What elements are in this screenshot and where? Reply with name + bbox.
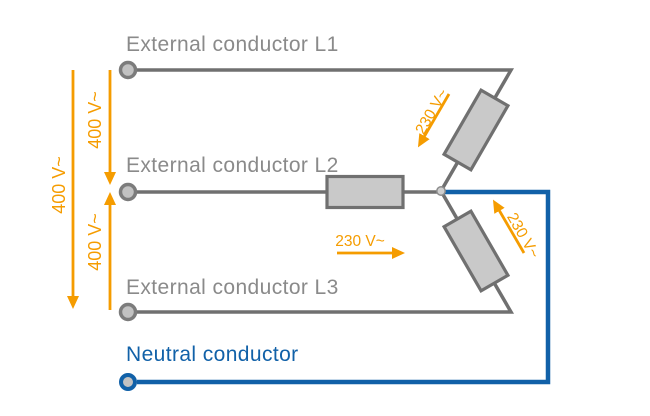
label-400v-l3-l2: 400 V~ [85, 213, 105, 271]
terminal-l1 [118, 60, 138, 80]
resistor-l3-n [441, 209, 511, 293]
arrow-230v-l1 [417, 93, 451, 148]
star-point-node [436, 186, 446, 196]
terminal-l2 [118, 182, 138, 202]
label-neutral: Neutral conductor [126, 343, 299, 366]
label-l3: External conductor L3 [126, 276, 339, 299]
label-230v-l3: 230 V~ [503, 210, 543, 261]
label-230v-l1: 230 V~ [412, 86, 452, 137]
resistor-l2-n [325, 174, 405, 210]
label-400v-l1-l2: 400 V~ [85, 91, 105, 149]
label-l1: External conductor L1 [126, 33, 339, 56]
wire-neutral [137, 189, 551, 385]
terminal-neutral [119, 373, 137, 391]
label-l2: External conductor L2 [126, 154, 339, 177]
arrow-230v-l3 [492, 199, 526, 254]
terminal-l3 [118, 302, 138, 322]
label-230v-l2: 230 V~ [335, 233, 385, 250]
resistor-l1-n [441, 88, 511, 172]
label-400v-l1-l3: 400 V~ [49, 156, 69, 214]
